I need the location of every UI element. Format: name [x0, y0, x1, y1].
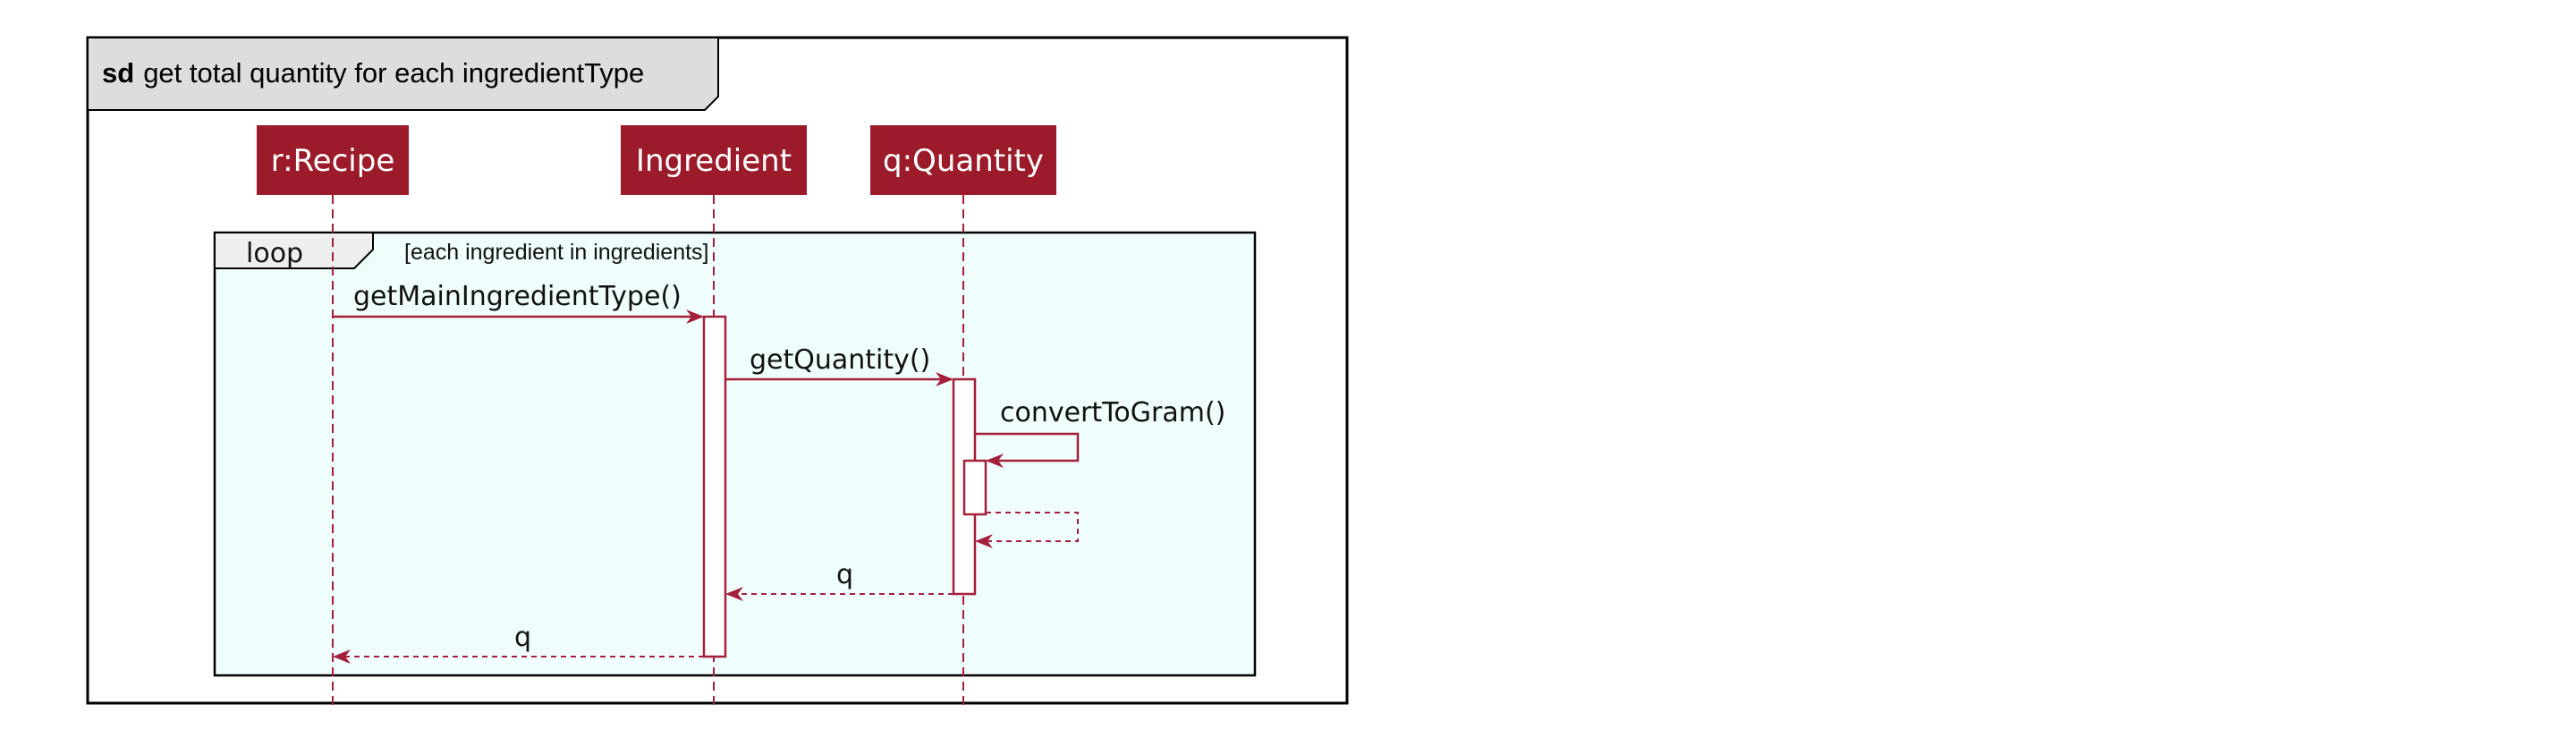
message-arrow-converttogram [975, 432, 1080, 468]
lifeline-recipe-label: r:Recipe [271, 143, 395, 179]
message-label-getmainingredienttype: getMainIngredientType() [353, 281, 682, 312]
message-arrow-self-return [975, 512, 1079, 548]
sd-title-tab [87, 37, 719, 111]
lifeline-recipe-head [257, 125, 409, 195]
lifeline-quantity: q:Quantity [870, 125, 1056, 195]
lifeline-ingredient: Ingredient [621, 125, 807, 195]
activation-ingredient [702, 315, 727, 658]
lifeline-quantity-head [870, 125, 1056, 195]
activation-quantity-nested [962, 459, 987, 516]
lifeline-ingredient-label: Ingredient [636, 143, 792, 179]
message-label-converttogram: convertToGram() [1000, 397, 1225, 428]
loop-guard: [each ingredient in ingredients] [404, 240, 709, 265]
message-label-getquantity: getQuantity() [750, 344, 930, 376]
message-label-return-q-ingredient: q [836, 559, 853, 590]
lifeline-quantity-label: q:Quantity [883, 143, 1044, 179]
sd-keyword: sd [102, 57, 134, 89]
lifeline-recipe: r:Recipe [257, 125, 409, 195]
loop-fragment [213, 231, 1257, 677]
loop-keyword: loop [246, 238, 303, 269]
message-label-return-q-recipe: q [514, 622, 531, 653]
sd-frame-title: sd get total quantity for each ingredient… [102, 57, 644, 89]
sd-title-text: get total quantity for each ingredientTy… [143, 57, 644, 89]
lifeline-ingredient-head [621, 125, 807, 195]
